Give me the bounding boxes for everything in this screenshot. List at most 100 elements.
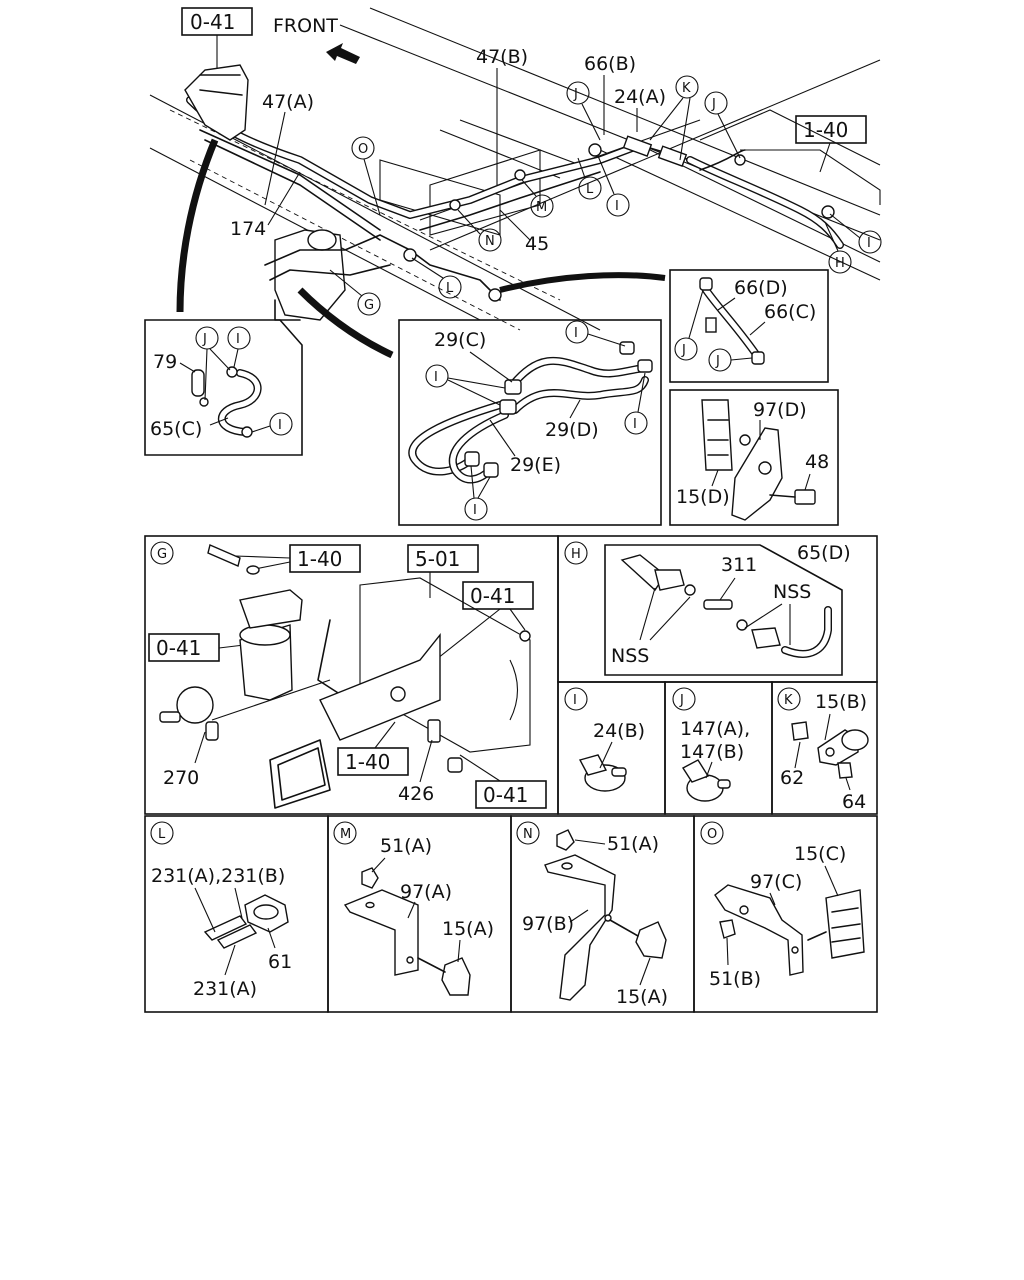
label-97d: 97(D)	[753, 399, 807, 421]
label-174: 174	[230, 218, 266, 240]
ref-041-g-bottom: 0-41	[483, 783, 528, 807]
svg-text:J: J	[679, 693, 684, 708]
label-65c: 65(C)	[150, 418, 202, 440]
panel-h: H 311 65(D) NSS NSS	[557, 535, 878, 683]
label-51a-n: 51(A)	[607, 833, 659, 855]
front-indicator: FRONT	[273, 15, 360, 64]
label-29c: 29(C)	[434, 329, 486, 351]
svg-text:J: J	[711, 97, 716, 112]
svg-text:K: K	[784, 693, 793, 708]
svg-text:I: I	[615, 199, 619, 214]
panel-l: L 231(A),231(B) 61 231(A)	[144, 815, 329, 1013]
label-270: 270	[163, 767, 199, 789]
svg-text:M: M	[536, 200, 547, 215]
callout-o: O	[351, 136, 375, 160]
svg-text:G: G	[364, 298, 374, 313]
svg-text:O: O	[707, 827, 717, 842]
label-15a-m: 15(A)	[442, 918, 494, 940]
label-64: 64	[842, 791, 866, 813]
label-47a: 47(A)	[262, 91, 314, 113]
inset-left: 79 65(C) J I I	[144, 319, 303, 456]
svg-text:J: J	[202, 332, 207, 347]
callout-k: K	[675, 75, 699, 99]
svg-text:L: L	[446, 281, 454, 296]
label-29d: 29(D)	[545, 419, 599, 441]
callout-i-2: I	[858, 230, 882, 254]
panel-j: J 147(A), 147(B)	[664, 681, 773, 815]
label-62: 62	[780, 767, 804, 789]
svg-text:M: M	[340, 827, 351, 842]
svg-text:1-40: 1-40	[803, 118, 848, 142]
label-147a: 147(A),	[680, 718, 750, 740]
label-231ab: 231(A),231(B)	[151, 865, 285, 887]
label-147b: 147(B)	[680, 741, 744, 763]
svg-text:I: I	[434, 370, 438, 385]
label-24b: 24(B)	[593, 720, 645, 742]
label-51a-m: 51(A)	[380, 835, 432, 857]
label-29e: 29(E)	[510, 454, 561, 476]
ref-140-g: 1-40	[297, 547, 342, 571]
label-97a: 97(A)	[400, 881, 452, 903]
ref-041-g-right: 0-41	[470, 584, 515, 608]
svg-text:I: I	[473, 503, 477, 518]
svg-text:I: I	[278, 418, 282, 433]
svg-text:I: I	[574, 326, 578, 341]
svg-text:K: K	[682, 81, 691, 96]
ref-501-g: 5-01	[415, 547, 460, 571]
ref-140-g-bottom: 1-40	[345, 750, 390, 774]
callout-m: M	[530, 194, 554, 218]
label-61: 61	[268, 951, 292, 973]
svg-text:L: L	[586, 182, 594, 197]
label-nss-1: NSS	[611, 645, 649, 667]
label-15a-n: 15(A)	[616, 986, 668, 1008]
panel-g: G 1-40 5-01 0-41 0-41 1-40 0-41	[144, 535, 559, 815]
svg-text:O: O	[358, 142, 368, 157]
svg-text:I: I	[633, 417, 637, 432]
label-66d: 66(D)	[734, 277, 788, 299]
svg-text:J: J	[681, 343, 686, 358]
panel-k: K 15(B) 62 64	[771, 681, 878, 815]
front-label: FRONT	[273, 15, 338, 37]
svg-text:I: I	[573, 693, 577, 708]
frame-structure	[149, 7, 881, 331]
panel-m: M 51(A) 97(A) 15(A)	[327, 815, 512, 1013]
label-97b: 97(B)	[522, 913, 574, 935]
svg-text:H: H	[571, 547, 581, 562]
svg-text:J: J	[715, 354, 720, 369]
label-15d: 15(D)	[676, 486, 730, 508]
label-97c: 97(C)	[750, 871, 802, 893]
ref-box-140-top: 1-40	[795, 115, 867, 173]
callout-i-1: I	[606, 193, 630, 217]
label-66c: 66(C)	[764, 301, 816, 323]
label-51b: 51(B)	[709, 968, 761, 990]
label-66b: 66(B)	[584, 53, 636, 75]
svg-text:L: L	[158, 827, 166, 842]
svg-text:J: J	[573, 87, 578, 102]
callout-n: N	[478, 228, 502, 252]
ref-box-041-top: 0-41	[181, 7, 253, 68]
callout-j-1: J	[566, 81, 590, 105]
label-45: 45	[525, 233, 549, 255]
callout-g: G	[357, 292, 381, 316]
label-426: 426	[398, 783, 434, 805]
ref-041-g-left: 0-41	[156, 636, 201, 660]
inset-right-top: 66(D) 66(C) J J	[669, 269, 829, 383]
callout-j-2: J	[704, 91, 728, 115]
label-48: 48	[805, 451, 829, 473]
label-15c: 15(C)	[794, 843, 846, 865]
svg-text:G: G	[157, 547, 167, 562]
label-311: 311	[721, 554, 757, 576]
inset-center: 29(C) 29(D) 29(E) I I I I	[398, 319, 662, 526]
svg-text:I: I	[236, 332, 240, 347]
panel-o: O 15(C) 97(C) 51(B)	[693, 815, 878, 1013]
label-65d: 65(D)	[797, 542, 851, 564]
overview-labels: 47(A) 47(B) 66(B) 24(A) 174 45 J K J O L…	[230, 46, 882, 316]
svg-text:0-41: 0-41	[190, 10, 235, 34]
callout-l-1: L	[578, 176, 602, 200]
label-24a: 24(A)	[614, 86, 666, 108]
panel-n: N 51(A) 97(B) 15(A)	[510, 815, 695, 1013]
inset-arrows	[176, 138, 666, 359]
callout-l-2: L	[438, 275, 462, 299]
callout-h: H	[828, 250, 852, 274]
